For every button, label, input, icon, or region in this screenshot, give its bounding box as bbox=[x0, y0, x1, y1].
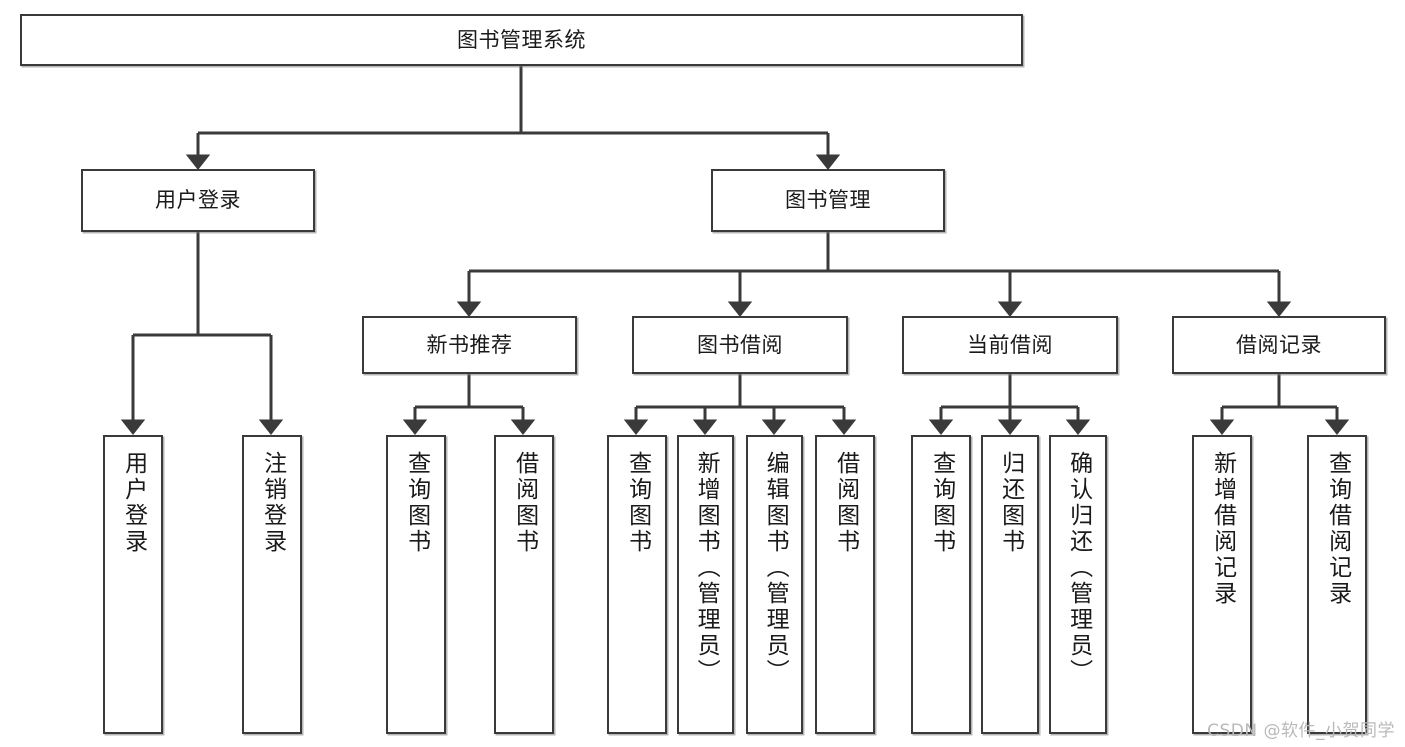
node-leaf-query-book-2-label: 查询图书 bbox=[624, 451, 651, 555]
node-leaf-edit-book-label: 编辑图书（管理员） bbox=[762, 451, 789, 685]
node-book-manage[interactable]: 图书管理 bbox=[711, 169, 945, 232]
node-root[interactable]: 图书管理系统 bbox=[20, 14, 1023, 66]
node-current-borrow-label: 当前借阅 bbox=[967, 332, 1053, 357]
node-borrow-record[interactable]: 借阅记录 bbox=[1172, 316, 1386, 374]
node-leaf-query-book-1-label: 查询图书 bbox=[403, 451, 430, 555]
node-leaf-borrow-book-2-label: 借阅图书 bbox=[832, 451, 859, 555]
node-leaf-return-book[interactable]: 归还图书 bbox=[981, 435, 1039, 734]
node-leaf-borrow-book-2[interactable]: 借阅图书 bbox=[815, 435, 875, 734]
watermark: CSDN @软件_小贺同学 bbox=[1207, 721, 1395, 741]
node-leaf-query-book-2[interactable]: 查询图书 bbox=[607, 435, 667, 734]
node-leaf-add-record[interactable]: 新增借阅记录 bbox=[1192, 435, 1252, 734]
node-new-book-recommend-label: 新书推荐 bbox=[426, 332, 513, 357]
node-leaf-add-book-label: 新增图书（管理员） bbox=[693, 451, 720, 685]
node-new-book-recommend[interactable]: 新书推荐 bbox=[362, 316, 577, 374]
node-leaf-confirm-return[interactable]: 确认归还（管理员） bbox=[1049, 435, 1107, 734]
node-leaf-query-record-label: 查询借阅记录 bbox=[1324, 451, 1351, 607]
node-leaf-borrow-book-1-label: 借阅图书 bbox=[511, 451, 538, 555]
node-borrow-record-label: 借阅记录 bbox=[1236, 332, 1322, 357]
node-leaf-query-record[interactable]: 查询借阅记录 bbox=[1307, 435, 1367, 734]
node-leaf-confirm-return-label: 确认归还（管理员） bbox=[1065, 451, 1092, 685]
node-leaf-query-book-3-label: 查询图书 bbox=[928, 451, 955, 555]
node-book-borrow[interactable]: 图书借阅 bbox=[632, 316, 848, 374]
node-book-manage-label: 图书管理 bbox=[785, 188, 871, 213]
node-leaf-user-login-label: 用户登录 bbox=[120, 451, 147, 555]
node-leaf-logout-login-label: 注销登录 bbox=[259, 451, 286, 555]
node-leaf-add-book[interactable]: 新增图书（管理员） bbox=[677, 435, 734, 734]
node-leaf-logout-login[interactable]: 注销登录 bbox=[242, 435, 302, 734]
node-leaf-edit-book[interactable]: 编辑图书（管理员） bbox=[746, 435, 803, 734]
node-user-login-label: 用户登录 bbox=[155, 188, 241, 213]
node-leaf-add-record-label: 新增借阅记录 bbox=[1209, 451, 1236, 607]
node-book-borrow-label: 图书借阅 bbox=[697, 332, 783, 357]
node-user-login[interactable]: 用户登录 bbox=[81, 169, 315, 232]
node-leaf-borrow-book-1[interactable]: 借阅图书 bbox=[494, 435, 554, 734]
node-leaf-return-book-label: 归还图书 bbox=[997, 451, 1024, 555]
node-leaf-user-login[interactable]: 用户登录 bbox=[103, 435, 163, 734]
node-leaf-query-book-1[interactable]: 查询图书 bbox=[386, 435, 446, 734]
node-root-label: 图书管理系统 bbox=[457, 27, 586, 52]
node-leaf-query-book-3[interactable]: 查询图书 bbox=[911, 435, 971, 734]
node-current-borrow[interactable]: 当前借阅 bbox=[902, 316, 1118, 374]
